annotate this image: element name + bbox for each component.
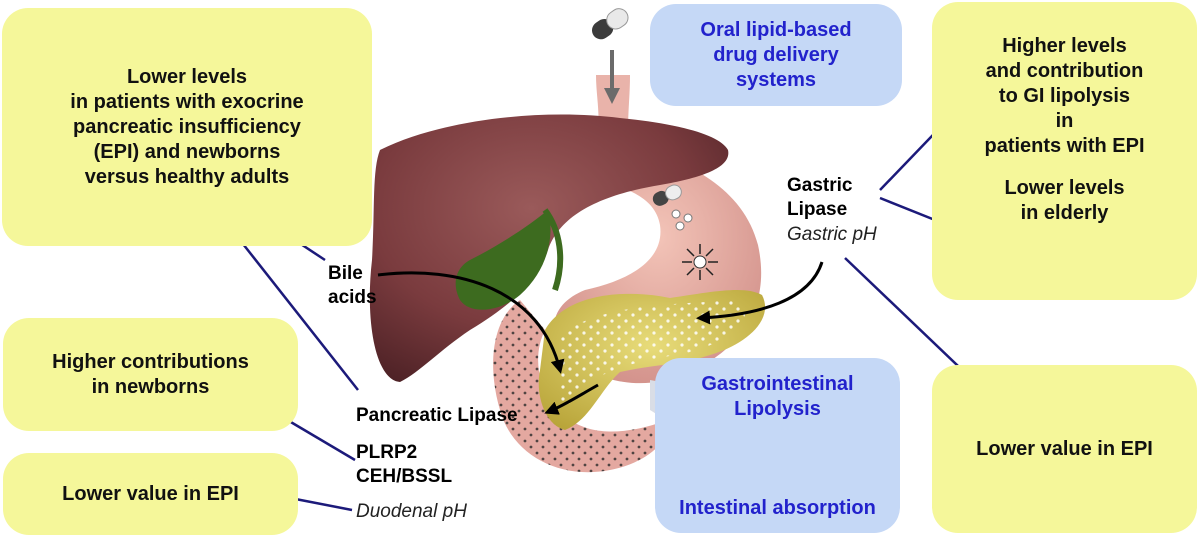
ceh-bssl-label: CEH/BSSL xyxy=(356,466,453,487)
liver xyxy=(369,114,729,383)
higher-gi-text: Higher levels and contribution to GI lip… xyxy=(984,35,1145,157)
intestinal-absorption-text: Intestinal absorption xyxy=(679,497,876,519)
capsule-icon-top xyxy=(591,8,629,40)
newborns-text: Higher contributions in newborns xyxy=(52,350,249,398)
lower-epi-right-text: Lower value in EPI xyxy=(976,437,1153,460)
epi-levels-box: Lower levels in patients with exocrine p… xyxy=(2,8,372,246)
gi-lipolysis-box: Gastrointestinal Lipolysis Intestinal ab… xyxy=(655,358,900,533)
gi-lipolysis-text: Gastrointestinal Lipolysis xyxy=(701,373,854,420)
bile-acids-arrow xyxy=(377,271,565,374)
lower-epi-left-text: Lower value in EPI xyxy=(62,482,239,505)
gastric-ph-label: Gastric pH xyxy=(787,224,877,245)
gastric-lipase-label: Gastric Lipase xyxy=(787,175,853,220)
micelle-icon xyxy=(682,244,718,280)
oral-delivery-text: Oral lipid-based drug delivery systems xyxy=(700,18,852,91)
duodenal-ph-label: Duodenal pH xyxy=(356,501,467,522)
oral-delivery-box: Oral lipid-based drug delivery systems xyxy=(650,4,902,106)
bile-acids-label: Bile acids xyxy=(328,263,377,308)
pancreatic-lipase-label: Pancreatic Lipase xyxy=(356,405,518,426)
lower-epi-right-box: Lower value in EPI xyxy=(932,365,1197,533)
plrp2-label: PLRP2 xyxy=(356,442,418,463)
higher-gi-box: Higher levels and contribution to GI lip… xyxy=(932,2,1197,300)
newborns-box: Higher contributions in newborns xyxy=(3,318,298,431)
arrow-panc-to-epi xyxy=(230,227,359,391)
pancreatic-lipase-arrow xyxy=(544,383,599,415)
gastric-lipase-arrow xyxy=(696,261,824,325)
lower-epi-left-box: Lower value in EPI xyxy=(3,453,298,535)
capsule-icon-stomach xyxy=(652,184,682,206)
epi-levels-text: Lower levels in patients with exocrine p… xyxy=(70,65,304,188)
lower-elderly-text: Lower levels in elderly xyxy=(1004,177,1125,224)
